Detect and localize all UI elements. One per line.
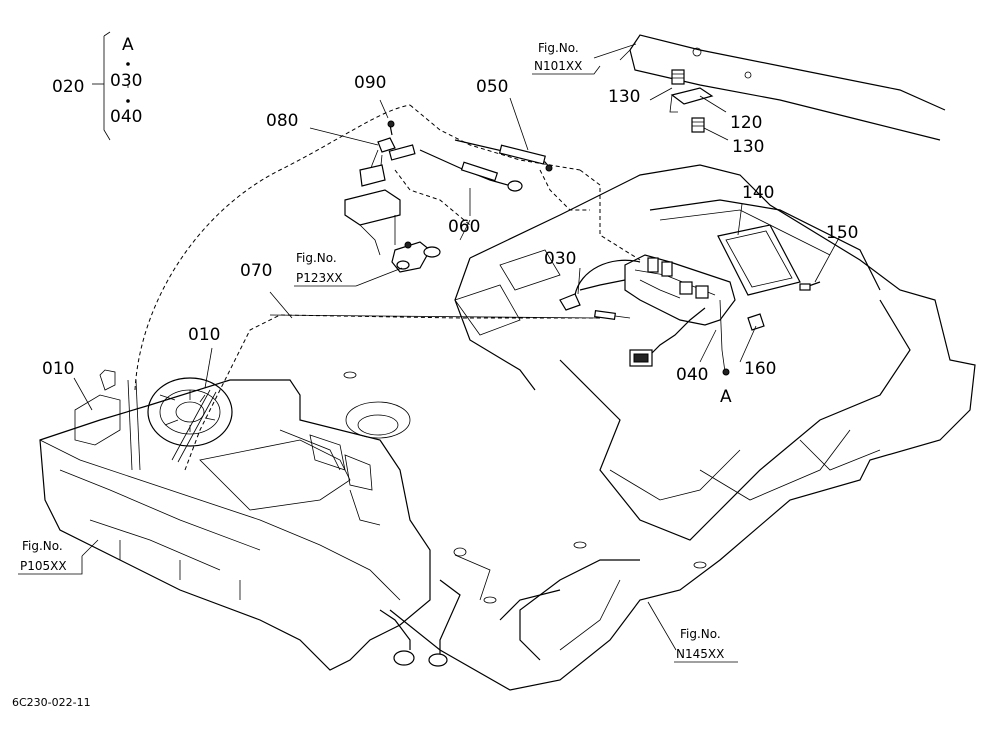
figure-references: Fig.No. N101XX Fig.No. P123XX Fig.No. P1… <box>18 41 738 663</box>
label-070: 070 <box>240 261 272 281</box>
valve-bracket-assembly <box>344 120 441 273</box>
fig-ref-n101: N101XX <box>534 59 582 73</box>
cable-060 <box>419 149 523 192</box>
blower-unit <box>39 369 491 671</box>
mount-bracket <box>669 69 714 133</box>
cable-routes <box>134 104 641 471</box>
label-090: 090 <box>354 73 386 93</box>
label-160: 160 <box>744 359 776 379</box>
fig-ref-n145: N145XX <box>676 647 724 661</box>
label-010-center: 010 <box>188 325 220 345</box>
seat-frame <box>619 34 946 141</box>
fig-ref-p105: P105XX <box>20 559 67 573</box>
label-120: 120 <box>730 113 762 133</box>
label-030: 030 <box>544 249 576 269</box>
marker-label-top: A <box>122 35 134 55</box>
label-080: 080 <box>266 111 298 131</box>
fig-caption-p123: Fig.No. <box>296 251 337 265</box>
fig-caption-n101: Fig.No. <box>538 41 579 55</box>
fig-ref-p123: P123XX <box>296 271 343 285</box>
floor-panel-outline <box>343 164 976 691</box>
part-labels: A 030 040 020 090 080 050 060 070 010 01… <box>42 35 858 407</box>
label-040: 040 <box>676 365 708 385</box>
label-020: 020 <box>52 77 84 97</box>
fig-caption-p105: Fig.No. <box>22 539 63 553</box>
label-130-bottom: 130 <box>732 137 764 157</box>
control-switch-assembly <box>559 224 821 376</box>
label-060: 060 <box>448 217 480 237</box>
label-050: 050 <box>476 77 508 97</box>
fig-caption-n145: Fig.No. <box>680 627 721 641</box>
label-030-group: 030 <box>110 71 142 91</box>
label-140: 140 <box>742 183 774 203</box>
label-130-top: 130 <box>608 87 640 107</box>
drawing-code: 6C230-022-11 <box>12 696 91 709</box>
dot-separator <box>126 99 130 103</box>
dot-separator <box>126 62 130 66</box>
cable-050 <box>454 139 553 172</box>
label-150: 150 <box>826 223 858 243</box>
label-040-group: 040 <box>110 107 142 127</box>
marker-label-bottom: A <box>720 387 732 407</box>
leader-lines <box>73 31 841 651</box>
label-010-left: 010 <box>42 359 74 379</box>
